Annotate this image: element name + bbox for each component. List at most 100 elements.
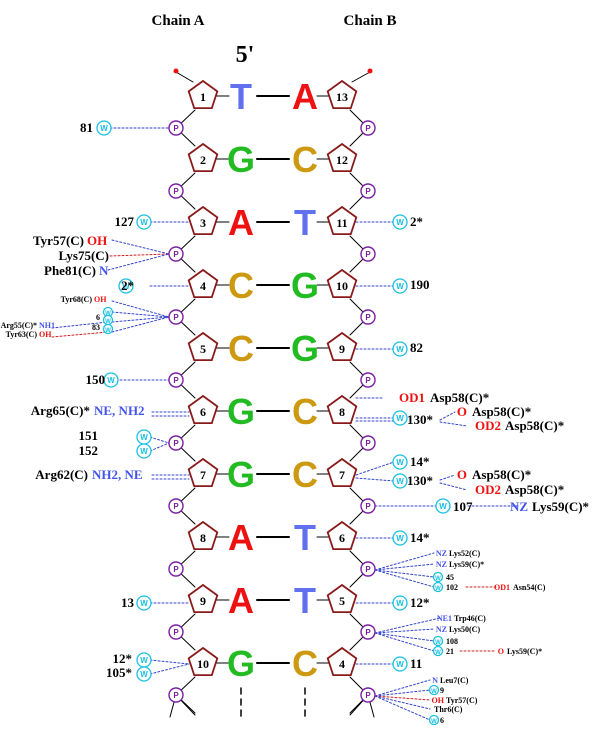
svg-text:P: P: [365, 439, 371, 448]
hydrogen-bond: [374, 632, 435, 652]
water-molecule: W: [392, 530, 408, 546]
svg-text:W: W: [105, 311, 111, 317]
left-atom-label: NE, NH2: [94, 403, 145, 418]
svg-text:W: W: [396, 414, 404, 423]
phosphate: P: [168, 183, 184, 199]
right-residue-label: Asp58(C)*: [472, 467, 531, 482]
sugar-chain-a: 1: [187, 79, 219, 109]
right-water-number: 190: [410, 277, 430, 292]
right-small-water-number: 102: [446, 583, 458, 592]
svg-text:P: P: [173, 187, 179, 196]
water-molecule: W: [118, 278, 134, 294]
hydrogen-bond: [374, 695, 431, 701]
sugar-chain-b: 7: [326, 457, 358, 488]
base-chain-b: T: [294, 202, 316, 243]
hydrogen-bond: [439, 482, 468, 491]
nucleotide-number: 4: [339, 657, 345, 671]
svg-text:W: W: [431, 719, 437, 725]
hydrogen-bond: [109, 253, 170, 257]
base-chain-b: C: [292, 643, 318, 684]
phosphate: P: [360, 183, 376, 199]
water-molecule: W: [432, 635, 444, 647]
sugar-chain-b: 13: [326, 79, 358, 109]
right-small-water-number: 108: [446, 637, 458, 646]
sugar-chain-b: 9: [326, 331, 358, 362]
water-molecule: W: [102, 323, 114, 335]
base-chain-a: C: [228, 328, 254, 369]
hydrogen-bond: [111, 300, 170, 318]
svg-text:W: W: [140, 656, 148, 665]
water-molecule: W: [392, 595, 408, 611]
nucleotide-number: 12: [336, 153, 348, 167]
chain-a-header: Chain A: [152, 13, 205, 29]
left-water-number: 12*: [113, 651, 133, 666]
right-small-residue: Leu7(C): [440, 676, 469, 685]
phosphate: P: [168, 246, 184, 262]
svg-text:P: P: [365, 691, 371, 700]
water-molecule: W: [392, 341, 408, 357]
sugar-chain-a: 6: [187, 394, 219, 425]
svg-text:W: W: [140, 433, 148, 442]
hydrogen-bond: [51, 331, 109, 338]
right-small-atom: OH: [432, 696, 445, 705]
svg-text:P: P: [365, 565, 371, 574]
water-molecule: W: [392, 473, 408, 489]
sugar-chain-a: 4: [187, 268, 219, 299]
right-small-atom: NE1: [437, 614, 452, 623]
right-water-number: 14*: [410, 454, 430, 469]
right-small-water-number: 45: [446, 573, 454, 582]
right-small-atom: NZ: [436, 549, 447, 558]
left-water-number: 2*: [121, 278, 134, 293]
phosphate: P: [360, 372, 376, 388]
phosphate: P: [168, 624, 184, 640]
svg-text:P: P: [365, 628, 371, 637]
right-residue-label: Asp58(C)*: [505, 482, 564, 497]
nucleotide-number: 7: [200, 468, 206, 482]
svg-text:W: W: [122, 282, 130, 291]
right-small-residue: Lys52(C): [449, 549, 480, 558]
nucleotide-number: 8: [339, 405, 345, 419]
svg-text:W: W: [100, 124, 108, 133]
right-water-number: 12*: [410, 595, 430, 610]
svg-text:W: W: [435, 586, 441, 592]
water-molecule: W: [102, 314, 114, 326]
right-small-residue: Tyr57(C): [446, 696, 478, 705]
svg-text:W: W: [105, 328, 111, 334]
right-atom-label: OD1: [399, 390, 425, 405]
right-small-atom: OD1: [494, 583, 510, 592]
sugar-chain-b: 11: [326, 205, 358, 236]
svg-text:P: P: [365, 376, 371, 385]
left-atom-label: NH2, NE: [92, 467, 143, 482]
base-chain-a: A: [228, 517, 254, 558]
water-molecule: W: [392, 410, 408, 426]
right-water-number: 130*: [407, 412, 433, 427]
left-water-number: 105*: [106, 665, 132, 680]
right-residue-label: Asp58(C)*: [430, 390, 489, 405]
left-small-water-number: 83: [92, 323, 100, 332]
base-chain-a: G: [227, 391, 255, 432]
svg-text:W: W: [396, 282, 404, 291]
water-molecule: W: [392, 214, 408, 230]
right-residue-label: Asp58(C)*: [472, 404, 531, 419]
base-chain-a: T: [230, 76, 252, 117]
base-chain-b: T: [294, 517, 316, 558]
hydrogen-bond: [149, 442, 170, 452]
svg-text:W: W: [105, 319, 111, 325]
phosphate: P: [168, 120, 184, 136]
svg-text:W: W: [140, 447, 148, 456]
base-chain-a: G: [227, 454, 255, 495]
hydrogen-bond: [374, 617, 441, 634]
hydrogen-bond: [111, 316, 170, 333]
svg-text:P: P: [173, 439, 179, 448]
water-molecule: W: [392, 454, 408, 470]
nucleotide-number: 5: [339, 594, 345, 608]
phosphate: P: [168, 309, 184, 325]
hydrogen-bond: [374, 695, 431, 721]
left-residue-label: Tyr57(C): [33, 233, 84, 248]
hydrogen-bond: [111, 311, 170, 318]
five-prime-end-right: [351, 71, 371, 83]
right-small-atom: O: [498, 647, 504, 656]
water-molecule: W: [432, 581, 444, 593]
svg-text:W: W: [431, 689, 437, 695]
